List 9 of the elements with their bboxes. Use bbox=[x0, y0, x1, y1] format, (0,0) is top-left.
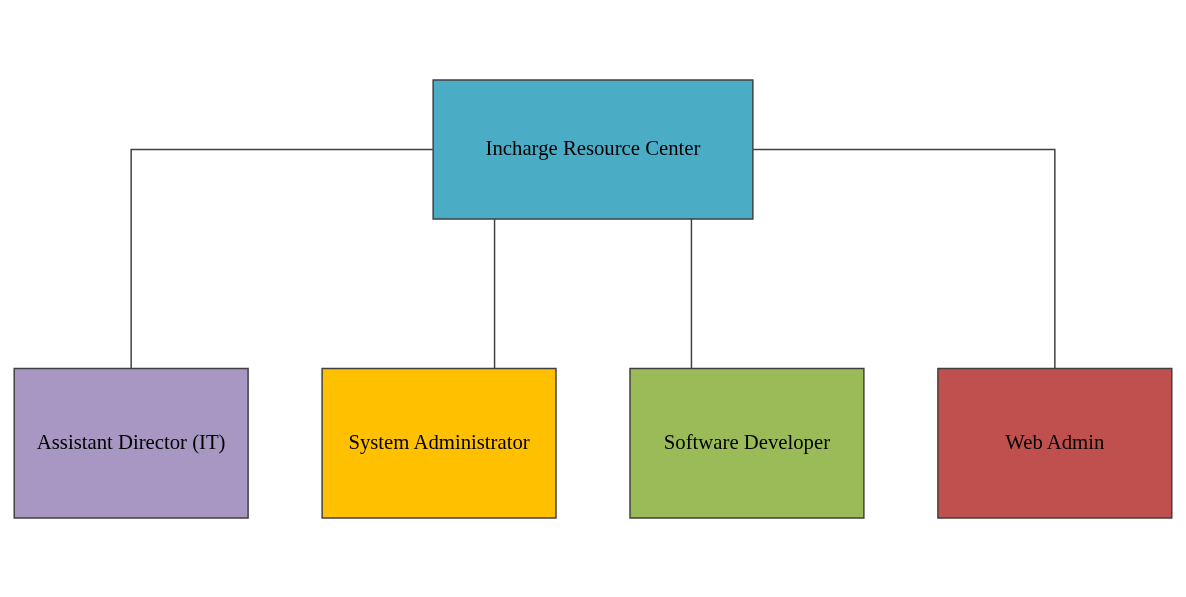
node-box: Web Admin bbox=[937, 367, 1173, 519]
node-box: Incharge Resource Center bbox=[432, 78, 754, 220]
connector bbox=[130, 148, 434, 369]
connector bbox=[493, 217, 496, 369]
connector bbox=[752, 148, 1056, 369]
node-box: System Administrator bbox=[321, 367, 557, 519]
node-box: Assistant Director (IT) bbox=[13, 367, 249, 519]
node-box: Software Developer bbox=[629, 367, 865, 519]
connector bbox=[690, 217, 693, 369]
